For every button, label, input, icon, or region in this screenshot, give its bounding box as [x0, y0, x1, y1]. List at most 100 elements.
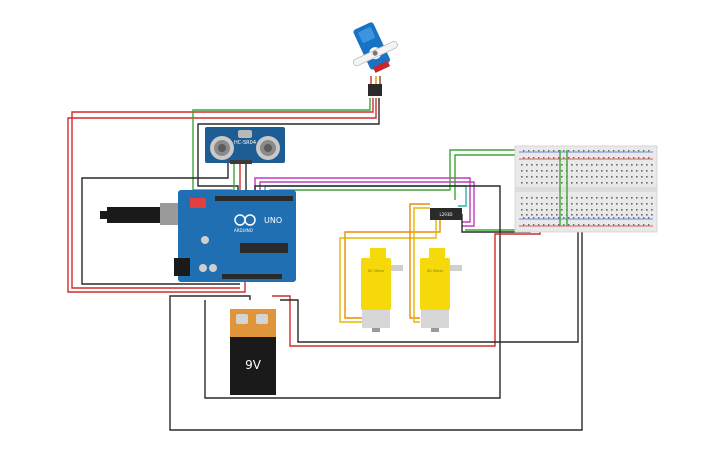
breadboard-rail-hole [568, 157, 570, 159]
breadboard-hole [591, 203, 593, 205]
breadboard-hole [621, 164, 623, 166]
breadboard-hole [541, 182, 543, 184]
ultrasonic-sensor: HC-SR04 [205, 127, 285, 164]
breadboard-rail-hole [638, 217, 640, 219]
breadboard-hole [606, 164, 608, 166]
power-jack [174, 258, 190, 276]
breadboard-rail-hole [648, 157, 650, 159]
breadboard-rail-hole [523, 224, 525, 226]
breadboard-hole [601, 214, 603, 216]
breadboard-rail-hole [648, 217, 650, 219]
breadboard-hole [531, 170, 533, 172]
breadboard-hole [586, 182, 588, 184]
breadboard-hole [551, 203, 553, 205]
wire-magenta [254, 177, 471, 223]
breadboard-rail-hole [558, 217, 560, 219]
wire-red-servo-2 [71, 98, 374, 289]
breadboard-rail-hole [578, 217, 580, 219]
breadboard-hole [611, 164, 613, 166]
breadboard-rail-hole [588, 224, 590, 226]
wire-orange-m2 [409, 203, 430, 319]
breadboard-hole [571, 203, 573, 205]
breadboard-hole [536, 176, 538, 178]
wires [67, 98, 583, 431]
breadboard-hole [541, 197, 543, 199]
breadboard-hole [641, 164, 643, 166]
breadboard-rail-hole [598, 224, 600, 226]
breadboard-hole [546, 197, 548, 199]
breadboard-hole [556, 176, 558, 178]
breadboard-hole [641, 182, 643, 184]
breadboard-hole [636, 214, 638, 216]
breadboard-hole [581, 203, 583, 205]
breadboard-hole [601, 203, 603, 205]
breadboard-rail-hole [628, 217, 630, 219]
wire-red-servo [67, 98, 377, 293]
breadboard-rail-hole [543, 224, 545, 226]
breadboard-rail-hole [553, 150, 555, 152]
breadboard-hole [646, 203, 648, 205]
arduino-brand-text: ARDUINO [234, 228, 253, 233]
breadboard-hole [561, 176, 563, 178]
breadboard-hole [616, 170, 618, 172]
breadboard-rail-hole [533, 157, 535, 159]
wire-red-main [272, 225, 541, 347]
breadboard-hole [546, 170, 548, 172]
breadboard-hole [536, 182, 538, 184]
breadboard-rail-hole [538, 224, 540, 226]
breadboard-rail-hole [538, 217, 540, 219]
breadboard-hole [626, 170, 628, 172]
breadboard-hole [556, 203, 558, 205]
wire-orange-m1 [344, 214, 441, 319]
breadboard-hole [616, 203, 618, 205]
breadboard-hole [546, 176, 548, 178]
breadboard-hole [651, 197, 653, 199]
breadboard-rail-hole [608, 224, 610, 226]
servo-connector [368, 76, 382, 96]
breadboard-rail-hole [523, 150, 525, 152]
breadboard-rail-hole [553, 217, 555, 219]
motor-right-label: DC Motor [427, 269, 444, 273]
breadboard-hole [581, 170, 583, 172]
breadboard-hole [586, 176, 588, 178]
breadboard-rail-hole [618, 217, 620, 219]
driver-chip-label: L293D [440, 212, 453, 217]
breadboard-hole [581, 176, 583, 178]
breadboard-hole [626, 209, 628, 211]
breadboard-hole [591, 170, 593, 172]
breadboard-hole [621, 176, 623, 178]
breadboard-hole [596, 197, 598, 199]
breadboard-hole [561, 182, 563, 184]
breadboard-rail-hole [548, 157, 550, 159]
breadboard-hole [606, 176, 608, 178]
breadboard-rail-hole [533, 224, 535, 226]
breadboard-hole [531, 214, 533, 216]
breadboard-hole [651, 214, 653, 216]
breadboard-hole [561, 209, 563, 211]
breadboard-rail-hole [578, 224, 580, 226]
breadboard-hole [601, 197, 603, 199]
breadboard-rail-hole [588, 217, 590, 219]
breadboard-hole [631, 209, 633, 211]
breadboard-hole [571, 209, 573, 211]
breadboard-rail-hole [613, 157, 615, 159]
breadboard-hole [631, 176, 633, 178]
breadboard-hole [561, 197, 563, 199]
breadboard-rail-hole [633, 157, 635, 159]
breadboard-hole [611, 203, 613, 205]
breadboard-hole [561, 164, 563, 166]
breadboard-hole [646, 209, 648, 211]
breadboard-hole [561, 203, 563, 205]
breadboard-hole [571, 170, 573, 172]
breadboard-hole [586, 203, 588, 205]
breadboard-hole [641, 176, 643, 178]
breadboard-hole [551, 164, 553, 166]
breadboard-rail-hole [613, 217, 615, 219]
breadboard-hole [601, 164, 603, 166]
breadboard-hole [626, 164, 628, 166]
breadboard-hole [621, 203, 623, 205]
motor-driver-ic: L293D [430, 208, 462, 220]
breadboard-hole [646, 197, 648, 199]
breadboard-hole [536, 214, 538, 216]
breadboard-hole [541, 214, 543, 216]
